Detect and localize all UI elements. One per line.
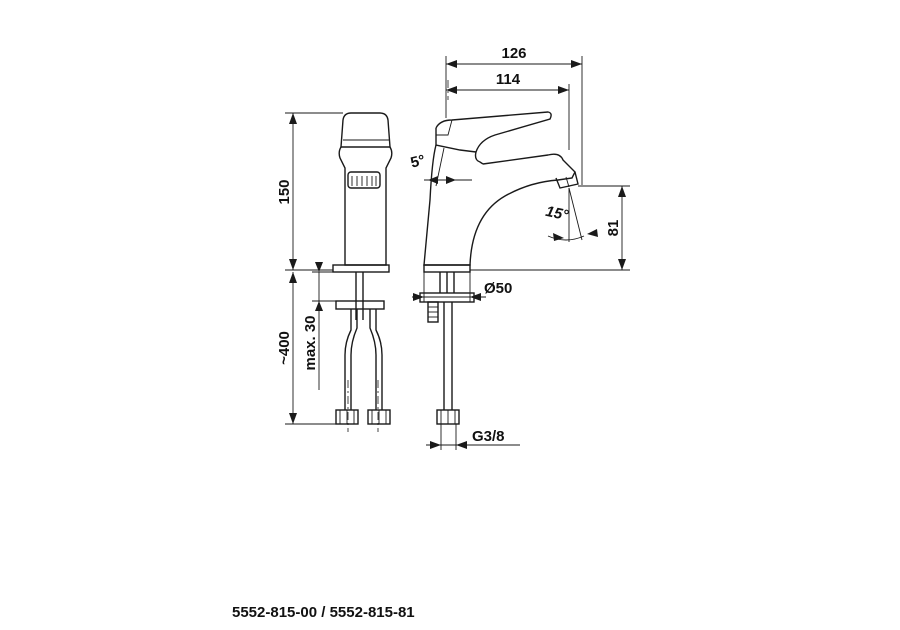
side-base: [423, 264, 471, 273]
dimension-width-overall: 126: [445, 45, 583, 185]
side-body: [423, 144, 576, 266]
dimension-angle-handle: 5°: [409, 147, 472, 187]
front-mounting-plate: [335, 300, 385, 310]
front-hose-left: [344, 309, 358, 410]
dimension-angle-spout-label: 15°: [544, 203, 571, 225]
front-body: [338, 146, 393, 266]
front-hose-right: [369, 309, 383, 410]
side-mounting-plate: [419, 292, 475, 303]
dimension-angle-handle-label: 5°: [409, 152, 427, 172]
dimension-width-spout-label: 114: [496, 71, 521, 88]
front-view: [332, 112, 393, 432]
dimension-mounting-thickness: max. 30: [302, 262, 336, 390]
front-handle: [340, 112, 391, 148]
front-base: [332, 264, 390, 273]
dimension-mounting-thickness-label: max. 30: [302, 315, 319, 370]
dimension-base-diameter-label: Ø50: [484, 280, 512, 297]
dimension-spout-height-label: 81: [605, 220, 622, 237]
side-handle-lever: [435, 111, 552, 165]
dimension-height-body-label: 150: [276, 179, 293, 204]
side-view: [419, 80, 579, 425]
dimension-spout-height: 81: [470, 185, 630, 271]
dimension-width-overall-label: 126: [501, 45, 526, 62]
dimension-height-body: 150: [276, 112, 343, 271]
dimension-connection-thread-label: G3/8: [472, 428, 505, 445]
dimension-hose-length: ~400: [276, 272, 336, 425]
dimension-angle-spout: 15°: [544, 187, 598, 242]
dimension-width-spout: 114: [446, 71, 570, 150]
dimension-connection-thread: G3/8: [426, 424, 520, 450]
dimension-base-diameter: Ø50: [412, 272, 512, 302]
model-code-caption: 5552-815-00 / 5552-815-81: [232, 604, 415, 621]
dimension-hose-length-label: ~400: [276, 331, 293, 365]
front-aerator: [347, 171, 381, 189]
